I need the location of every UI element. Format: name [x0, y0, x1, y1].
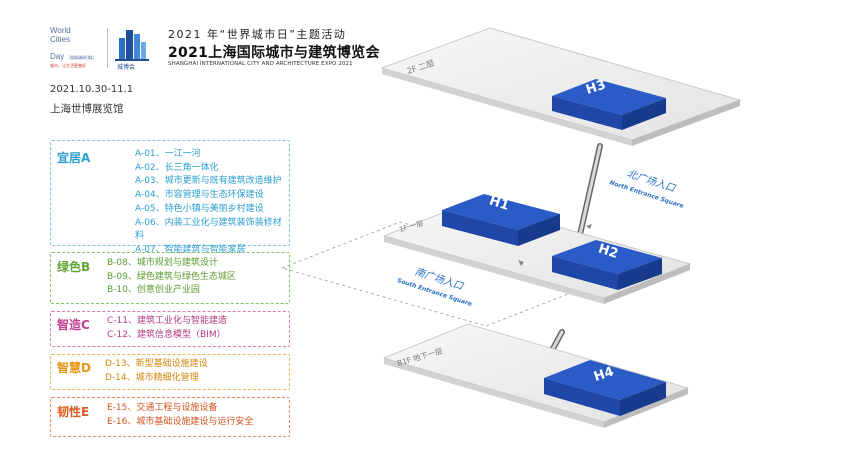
expo-logo: 城博会 [113, 24, 153, 71]
hall-h1[interactable]: H1 [442, 193, 560, 246]
category-item: B-10、创意创业产业园 [107, 285, 200, 296]
arrow-icon [518, 260, 524, 266]
category-a-items: A-01、一江一河 A-02、长三角一体化 A-03、城市更新与既有建筑改造维护… [135, 148, 289, 258]
hall-h4-label: H4 [592, 364, 616, 384]
category-item: A-03、城市更新与既有建筑改造维护 [135, 176, 282, 187]
floor-2f: 2F 二层 H3 [380, 27, 742, 146]
category-item: D-13、新型基础设施建设 [105, 359, 208, 369]
category-c-title: 智造C [57, 318, 90, 332]
event-title-en: SHANGHAI INTERNATIONAL CITY AND ARCHITEC… [168, 61, 353, 67]
category-item: A-04、市容管理与生态环保建设 [135, 190, 264, 201]
category-item: A-06、内装工业化与建筑装饰装修材料 [135, 217, 282, 242]
category-d-items: D-13、新型基础设施建设 D-14、城市精细化管理 [105, 358, 208, 385]
hall-h3[interactable]: H3 [552, 77, 666, 130]
floor-b1: B1F 地下一层 H4 [382, 323, 690, 428]
category-d-box: 智慧D D-13、新型基础设施建设 D-14、城市精细化管理 [50, 354, 290, 390]
expo-building-icon [115, 30, 149, 61]
world-cities-day-logo: World Cities Day October 31 城市，让生活更美好 [50, 26, 102, 74]
category-item: B-09、绿色建筑与绿色生态城区 [107, 271, 236, 282]
event-subtitle: 2021 年“世界城市日”主题活动 [168, 28, 347, 41]
category-item: A-01、一江一河 [135, 149, 201, 159]
hall-h4[interactable]: H4 [544, 360, 666, 416]
event-title: 2021上海国际城市与建筑博览会 [168, 45, 380, 61]
hall-h1-label: H1 [487, 193, 511, 213]
category-item: C-11、建筑工业化与智能建造 [107, 316, 227, 326]
hall-h2-label: H2 [596, 241, 620, 261]
category-e-items: E-15、交通工程与设施设备 E-16、城市基础设施建设与运行安全 [107, 402, 253, 429]
category-item: D-14、城市精细化管理 [105, 372, 199, 383]
event-date: 2021.10.30-11.1 [50, 84, 134, 95]
category-b-title: 绿色B [57, 260, 91, 274]
event-venue: 上海世博展览馆 [50, 103, 124, 115]
wcd-cities: Cities [50, 35, 71, 44]
category-a-box: 宜居A A-01、一江一河 A-02、长三角一体化 A-03、城市更新与既有建筑… [50, 140, 290, 255]
category-item: E-16、城市基础设施建设与运行安全 [107, 416, 254, 427]
category-item: A-07、智能建筑与智能家居 [135, 244, 246, 255]
wcd-slogan: 城市，让生活更美好 [50, 63, 86, 68]
floor-1f: 1F 一层 北广场入口 North Entrance Square H1 H2 … [382, 168, 692, 308]
category-e-title: 韧性E [57, 405, 90, 419]
category-c-box: 智造C C-11、建筑工业化与智能建造 C-12、建筑信息模型（BIM） [50, 311, 290, 347]
hall-h2[interactable]: H2 [552, 240, 662, 290]
category-e-box: 韧性E E-15、交通工程与设施设备 E-16、城市基础设施建设与运行安全 [50, 397, 290, 437]
wcd-day: Day [50, 52, 65, 61]
category-item: E-15、交通工程与设施设备 [107, 403, 218, 413]
wcd-world: World [50, 26, 71, 35]
category-item: B-08、城市规划与建筑设计 [107, 258, 218, 268]
logo-divider [107, 28, 108, 68]
wcd-date: October 31 [69, 55, 94, 60]
category-b-items: B-08、城市规划与建筑设计 B-09、绿色建筑与绿色生态城区 B-10、创意创… [107, 257, 236, 298]
category-d-title: 智慧D [57, 361, 91, 375]
arrow-icon [586, 224, 592, 229]
category-b-box: 绿色B B-08、城市规划与建筑设计 B-09、绿色建筑与绿色生态城区 B-10… [50, 252, 290, 304]
category-item: A-02、长三角一体化 [135, 162, 219, 173]
category-a-title: 宜居A [57, 151, 91, 165]
category-item: C-12、建筑信息模型（BIM） [107, 329, 226, 340]
category-item: A-05、特色小镇与美丽乡村建设 [135, 203, 264, 214]
category-c-items: C-11、建筑工业化与智能建造 C-12、建筑信息模型（BIM） [107, 315, 227, 342]
expo-logo-label: 城博会 [117, 64, 136, 71]
hall-h3-label: H3 [584, 77, 608, 97]
